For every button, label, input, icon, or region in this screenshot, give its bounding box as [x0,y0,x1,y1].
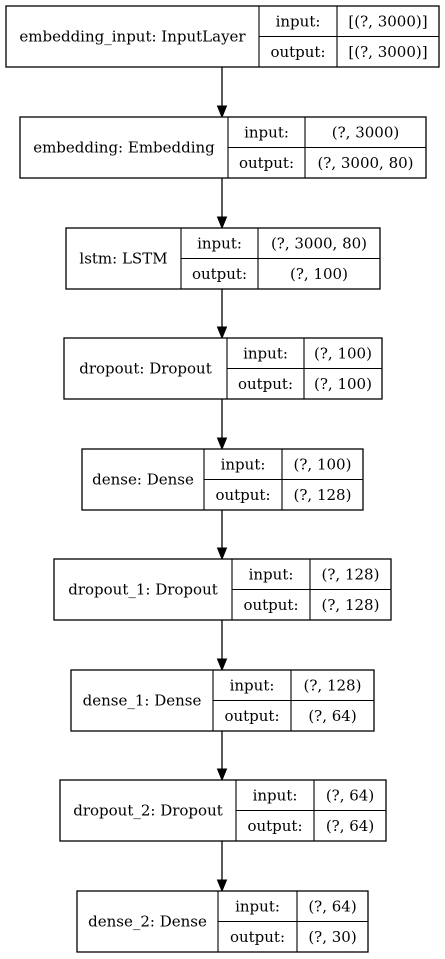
edge-3-to-4 [216,399,228,451]
arrowhead-icon [216,547,228,561]
input-shape: (?, 3000) [332,123,399,141]
layer-node-4: dense: Dense input: (?, 100) output: (?, 128… [81,448,364,511]
input-shape: (?, 100) [314,344,372,362]
input-shape: (?, 128) [322,565,380,583]
layer-name: dropout_2: Dropout [73,802,223,820]
input-shape: [(?, 3000)] [348,12,427,30]
arrowhead-icon [216,437,228,451]
edge-2-to-3 [216,289,228,340]
layer-name: dense_1: Dense [83,692,202,710]
layer-name: embedding_input: InputLayer [19,28,246,46]
input-label: input: [253,786,298,804]
output-label: output: [247,817,302,835]
output-shape: (?, 3000, 80) [317,154,413,172]
layer-name: dropout_1: Dropout [68,581,218,599]
arrowhead-icon [216,105,228,119]
input-shape: (?, 3000, 80) [271,234,367,252]
input-label: input: [276,12,321,30]
output-shape: (?, 100) [314,375,372,393]
layer-node-7: dropout_2: Dropout input: (?, 64) output: (?… [59,779,387,842]
layer-node-8: dense_2: Dense input: (?, 64) output: (?, 30… [76,890,369,953]
layer-name: dense: Dense [92,471,194,489]
input-label: input: [230,676,275,694]
output-label: output: [215,486,270,504]
output-shape: (?, 100) [290,265,348,283]
layer-node-3: dropout: Dropout input: (?, 100) output: (?,… [63,337,383,400]
input-label: input: [235,897,280,915]
layer-name: dense_2: Dense [88,913,207,931]
output-shape: (?, 30) [308,928,356,946]
edge-6-to-7 [216,731,228,782]
input-shape: (?, 128) [304,676,362,694]
edge-5-to-6 [216,620,228,672]
layer-name: lstm: LSTM [79,250,167,268]
layer-node-1: embedding: Embedding input: (?, 3000) outpu… [19,116,427,179]
layer-node-5: dropout_1: Dropout input: (?, 128) output: (… [53,558,392,621]
input-label: input: [221,455,266,473]
edge-4-to-5 [216,510,228,561]
arrowhead-icon [216,768,228,782]
output-label: output: [238,375,293,393]
layer-node-6: dense_1: Dense input: (?, 128) output: (?, 6… [70,669,375,732]
edge-0-to-1 [216,67,228,119]
input-label: input: [249,565,294,583]
output-label: output: [239,154,294,172]
output-shape: [(?, 3000)] [348,43,427,61]
output-label: output: [224,707,279,725]
edge-7-to-8 [216,841,228,893]
layer-node-0: embedding_input: InputLayer input: [(?, 30… [5,5,440,68]
edge-1-to-2 [216,178,228,230]
output-shape: (?, 128) [322,596,380,614]
input-label: input: [243,344,288,362]
layer-name: embedding: Embedding [33,139,215,157]
input-shape: (?, 64) [326,786,374,804]
input-shape: (?, 64) [308,897,356,915]
output-label: output: [243,596,298,614]
arrowhead-icon [216,879,228,893]
output-label: output: [192,265,247,283]
output-shape: (?, 64) [326,817,374,835]
input-label: input: [197,234,242,252]
output-shape: (?, 128) [294,486,352,504]
arrowhead-icon [216,216,228,230]
input-shape: (?, 100) [294,455,352,473]
arrowhead-icon [216,326,228,340]
output-label: output: [230,928,285,946]
arrowhead-icon [216,658,228,672]
layer-name: dropout: Dropout [79,360,212,378]
layer-node-2: lstm: LSTM input: (?, 3000, 80) output: (?, … [65,227,381,290]
output-shape: (?, 64) [308,707,356,725]
output-label: output: [270,43,325,61]
input-label: input: [244,123,289,141]
